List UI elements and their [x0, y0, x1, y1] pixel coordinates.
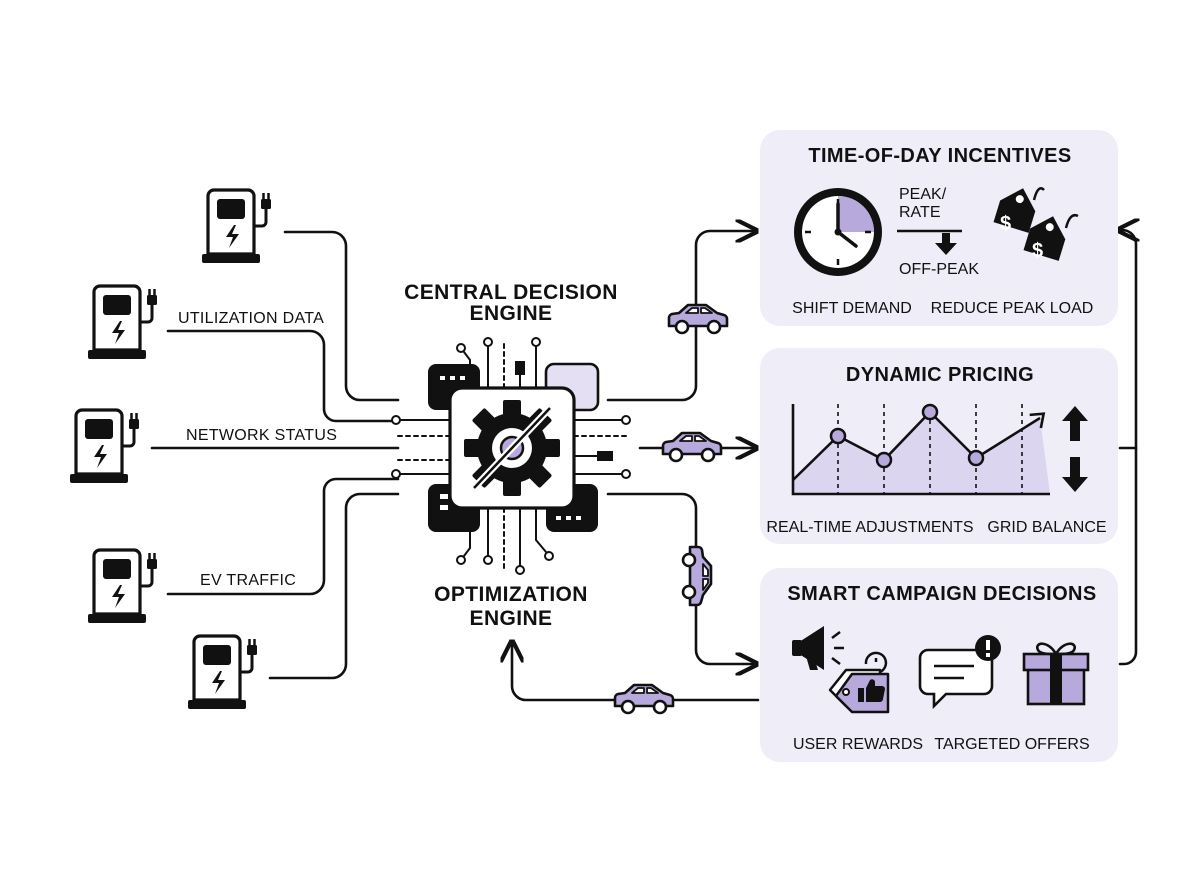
svg-text:$: $	[1000, 213, 1011, 235]
user-rewards-caption: USER REWARDS	[793, 736, 923, 753]
central-decision-title: CENTRAL DECISION	[404, 281, 618, 304]
charging-station-icon	[86, 548, 159, 625]
chat-alert-icon	[918, 635, 1001, 710]
panel-title-campaign: SMART CAMPAIGN DECISIONS	[787, 583, 1096, 605]
input-wires	[150, 230, 400, 680]
panel-title-tod: TIME-OF-DAY INCENTIVES	[808, 145, 1071, 167]
line-chart-icon	[791, 403, 1050, 496]
arrow-down-icon	[935, 233, 957, 255]
grid-balance-caption: GRID BALANCE	[987, 519, 1106, 536]
shift-demand-caption: SHIFT DEMAND	[792, 300, 912, 317]
panel-dynamic-pricing: DYNAMIC PRICING REAL-TIME ADJUSTMENTS	[760, 348, 1118, 544]
chip-icon	[391, 337, 631, 575]
clock-icon	[794, 188, 882, 276]
car-icon	[613, 683, 675, 715]
gear-icon	[464, 400, 560, 496]
real-time-adjustments-caption: REAL-TIME ADJUSTMENTS	[766, 519, 973, 536]
reduce-peak-load-caption: REDUCE PEAK LOAD	[931, 300, 1094, 317]
charging-station-icon	[186, 634, 259, 711]
panel-time-of-day: TIME-OF-DAY INCENTIVES PEAK/ RATE OFF-PE…	[760, 130, 1118, 326]
megaphone-icon	[792, 626, 844, 670]
car-icon	[667, 303, 729, 335]
arrow-down-icon	[1062, 457, 1088, 492]
svg-text:$: $	[1032, 240, 1043, 262]
peak-rate-label: PEAK/	[899, 186, 947, 203]
gift-icon	[1022, 642, 1090, 706]
charging-station-icon	[200, 188, 273, 265]
arrow-up-icon	[1062, 406, 1088, 441]
car-icon	[661, 431, 723, 463]
panel-title-pricing: DYNAMIC PRICING	[846, 364, 1034, 386]
panel-smart-campaign: SMART CAMPAIGN DECISIONS	[760, 568, 1118, 762]
targeted-offers-caption: TARGETED OFFERS	[934, 736, 1089, 753]
car-icon	[681, 545, 713, 607]
thumbs-up-icon	[828, 651, 890, 714]
optimization-engine-title-line2: ENGINE	[470, 607, 553, 630]
central-decision-title-line2: ENGINE	[470, 302, 553, 325]
charging-station-icon	[86, 284, 159, 361]
optimization-engine-title: OPTIMIZATION	[434, 583, 588, 606]
peak-rate-label-line2: RATE	[899, 204, 940, 221]
price-tag-icon: $ $	[986, 187, 1079, 274]
charging-station-icon	[68, 408, 141, 485]
label-network-status: NETWORK STATUS	[186, 427, 337, 444]
label-ev-traffic: EV TRAFFIC	[200, 572, 296, 589]
off-peak-label: OFF-PEAK	[899, 261, 979, 278]
label-utilization-data: UTILIZATION DATA	[178, 310, 324, 327]
